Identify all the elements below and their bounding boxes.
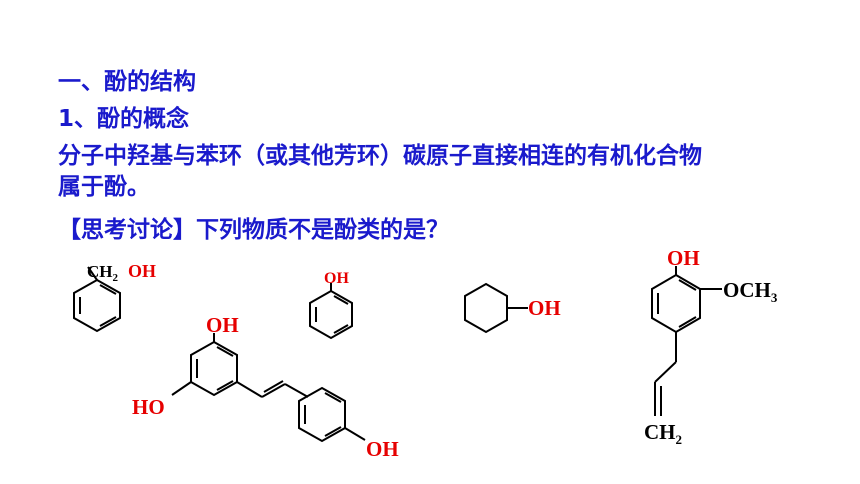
definition-line-1: 分子中羟基与苯环（或其他芳环）碳原子直接相连的有机化合物 <box>58 143 702 169</box>
structure-resveratrol: OH HO OH <box>132 313 399 461</box>
label-oh-top: OH <box>206 313 239 337</box>
label-oh: OH <box>324 270 349 287</box>
label-oh: OH <box>528 296 561 320</box>
section-heading: 一、酚的结构 <box>58 69 196 95</box>
subsection-heading: 1、酚的概念 <box>58 106 190 132</box>
label-ho-left: HO <box>132 395 165 419</box>
discussion-question: 【思考讨论】下列物质不是酚类的是？ <box>58 217 449 243</box>
label-ch2: CH2 <box>644 420 682 447</box>
definition-line-2: 属于酚。 <box>58 174 150 200</box>
structure-cyclohexanol: OH <box>464 282 561 334</box>
label-och3: OCH3 <box>723 278 778 305</box>
label-ch2: CH2 <box>87 262 119 284</box>
label-oh: OH <box>128 261 156 281</box>
structure-phenol: OH <box>309 270 353 340</box>
label-oh-right: OH <box>366 437 399 461</box>
structure-benzyl-alcohol: CH2 OH <box>73 261 156 333</box>
label-oh: OH <box>667 246 700 270</box>
structure-eugenol: OH OCH3 CH2 <box>644 246 778 447</box>
